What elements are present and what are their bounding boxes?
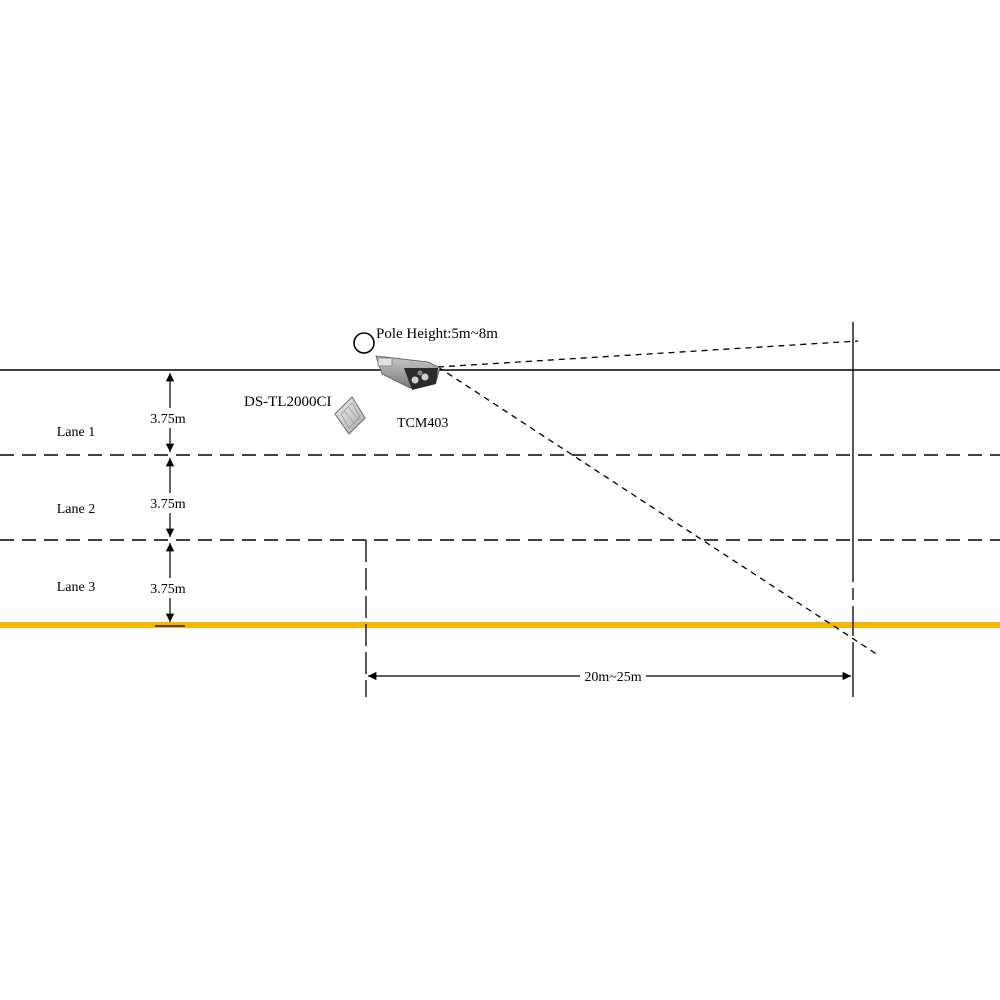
fov-ray-lower: [437, 366, 879, 656]
lane-width-label-3: 3.75m: [150, 582, 186, 597]
pole-height-label: Pole Height:5m~8m: [376, 326, 498, 342]
lane-width-label-1: 3.75m: [150, 412, 186, 427]
radar-icon: [334, 396, 366, 435]
lane-2-label: Lane 2: [57, 502, 95, 517]
radar-model-label: DS-TL2000CI: [244, 394, 332, 410]
pole-icon: [353, 332, 375, 354]
lane-width-label-2: 3.75m: [150, 497, 186, 512]
fov-ray-upper: [437, 340, 859, 368]
lane-1-label: Lane 1: [57, 425, 95, 440]
lane-3-label: Lane 3: [57, 580, 95, 595]
distance-label: 20m~25m: [584, 670, 641, 685]
camera-model-label: TCM403: [397, 416, 448, 431]
camera-icon: [375, 355, 441, 390]
